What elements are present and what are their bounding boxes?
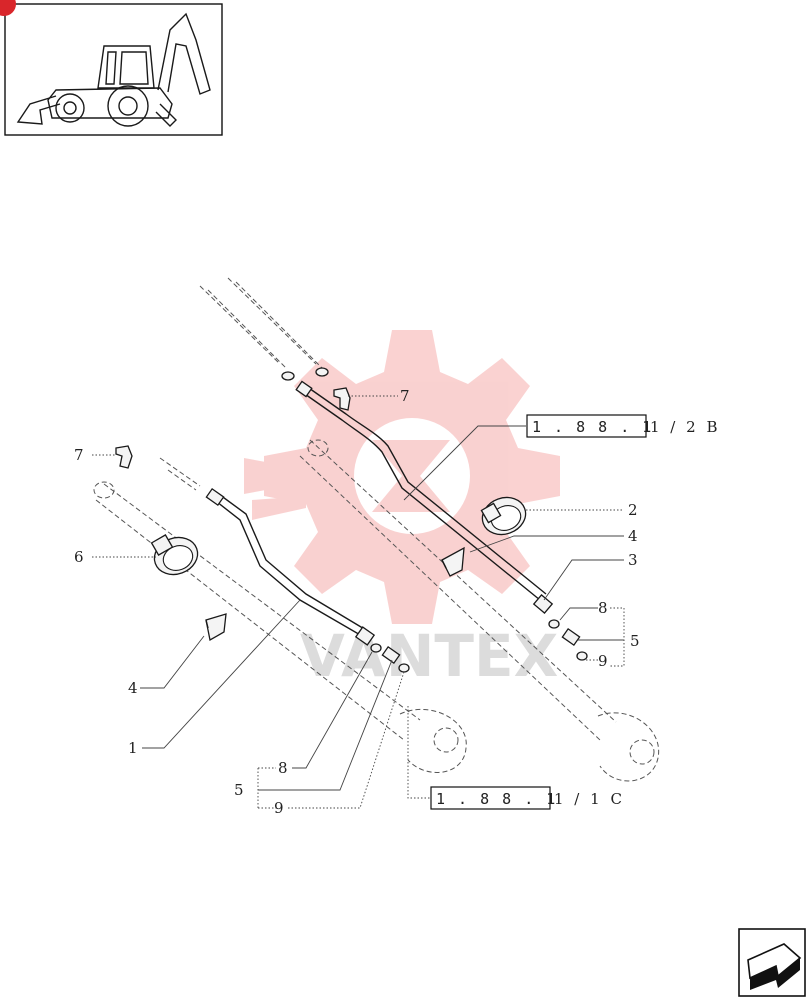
seal-set-bottom[interactable]: [370, 643, 410, 673]
next-page-button[interactable]: [738, 928, 806, 997]
callout-7-top: 7: [400, 387, 410, 405]
watermark-gear-icon: [244, 330, 560, 624]
reference-link-top[interactable]: 1 . 8 8 . 1 1 / 2 B: [526, 414, 720, 438]
wedge-block-left[interactable]: [205, 613, 227, 642]
reference-link-bottom[interactable]: 1 . 8 8 . 1 1 / 1 C: [430, 786, 625, 810]
pipe-left[interactable]: [205, 487, 376, 646]
callout-2: 2: [628, 501, 638, 519]
callout-7-left: 7: [74, 446, 84, 464]
callout-5-right: 5: [630, 632, 640, 650]
callout-8-right: 8: [598, 599, 608, 617]
reference-suffix-bottom: 1 / 1 C: [554, 790, 625, 808]
ghost-cylinder-left: [93, 457, 467, 773]
wedge-block-right[interactable]: [441, 546, 465, 577]
reference-suffix-top: 1 / 2 B: [650, 418, 720, 436]
callout-9-bottom: 9: [274, 799, 284, 817]
hose-clamp-right[interactable]: [477, 492, 531, 541]
leader-lines: [92, 395, 625, 809]
reference-code-top: 1 . 8 8 . 1: [532, 418, 653, 436]
seal-set-right[interactable]: [548, 619, 588, 661]
corner-mark-icon: [0, 0, 16, 16]
callout-1: 1: [128, 739, 138, 757]
callout-3: 3: [628, 551, 638, 569]
callout-5-bottom: 5: [234, 781, 244, 799]
callout-8-bottom: 8: [278, 759, 288, 777]
elbow-fitting-top[interactable]: [333, 387, 351, 411]
ghost-hoses-top: [199, 277, 329, 381]
pipe-right[interactable]: [295, 380, 554, 615]
elbow-fitting-left[interactable]: [115, 445, 133, 469]
callout-4-right: 4: [628, 527, 638, 545]
arrow-right-icon: [747, 943, 802, 990]
callout-9-right: 9: [598, 652, 608, 670]
hose-clamp-left[interactable]: [149, 532, 203, 581]
ghost-cylinder-right: [299, 439, 660, 782]
watermark-text: VANTEX: [300, 622, 558, 690]
reference-code-bottom: 1 . 8 8 . 1: [436, 790, 557, 808]
callout-6: 6: [74, 548, 84, 566]
thumbnail-backhoe-loader[interactable]: [4, 3, 223, 136]
callout-4-left: 4: [128, 679, 138, 697]
